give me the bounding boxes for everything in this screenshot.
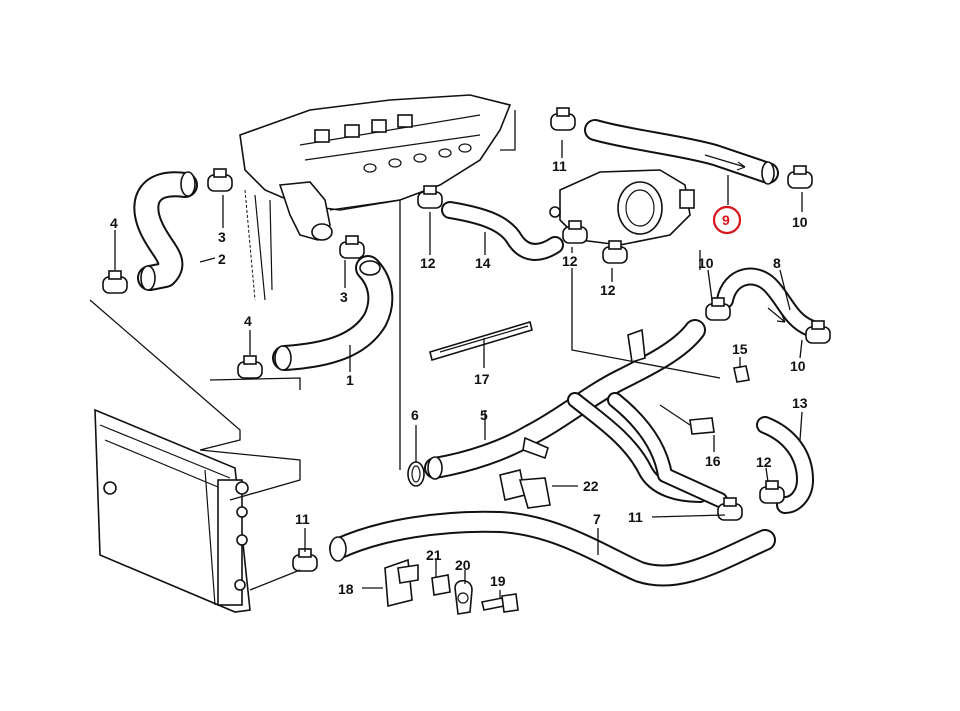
hose-8 <box>716 267 819 337</box>
callout-12: 12 <box>420 255 436 271</box>
hose-2 <box>133 171 198 291</box>
callout-5: 5 <box>480 407 488 423</box>
callout-22: 22 <box>583 478 599 494</box>
callout-18: 18 <box>338 581 354 597</box>
callout-4: 4 <box>244 313 252 329</box>
callout-15: 15 <box>732 341 748 357</box>
screw-19 <box>481 593 519 613</box>
callout-12: 12 <box>600 282 616 298</box>
callout-14: 14 <box>475 255 491 271</box>
seal-ring-6 <box>407 461 425 487</box>
hose-5-pipe-assembly <box>424 319 728 508</box>
clip-22 <box>499 469 551 509</box>
callout-12: 12 <box>562 253 578 269</box>
clamp-20 <box>454 579 473 615</box>
hose-14 <box>441 201 564 261</box>
nut-15 <box>733 365 750 383</box>
callout-11: 11 <box>295 511 310 527</box>
hose-clamps <box>102 107 831 572</box>
throttle-body <box>549 169 695 246</box>
callout-4: 4 <box>110 215 118 231</box>
hose-13 <box>756 416 814 514</box>
callout-9: 9 <box>722 212 730 228</box>
callout-3: 3 <box>218 229 226 245</box>
callout-13: 13 <box>792 395 808 411</box>
bolt-16 <box>659 404 715 435</box>
thermostat-housing <box>278 181 333 241</box>
clip-21 <box>431 574 451 596</box>
callout-11: 11 <box>628 509 643 525</box>
reference-lines <box>89 110 721 591</box>
callout-19: 19 <box>490 573 506 589</box>
radiator <box>94 408 251 613</box>
callout-16: 16 <box>705 453 721 469</box>
callout-labels: 1 2 3 3 4 4 5 6 7 8 9 10 10 10 11 11 11 … <box>110 158 808 597</box>
hose-9 <box>584 119 779 185</box>
hose-7 <box>329 510 776 587</box>
callout-17: 17 <box>474 371 490 387</box>
cable-tie-17 <box>429 320 533 362</box>
callout-leaders <box>114 140 803 598</box>
callout-11: 11 <box>552 158 567 174</box>
callout-10: 10 <box>792 214 808 230</box>
callout-6: 6 <box>411 407 419 423</box>
callout-10: 10 <box>698 255 714 271</box>
engine-cylinder-head <box>239 94 512 301</box>
bracket-18 <box>384 558 419 608</box>
callout-10: 10 <box>790 358 806 374</box>
callout-21: 21 <box>426 547 442 563</box>
callout-1: 1 <box>346 372 354 388</box>
callout-2: 2 <box>218 251 226 267</box>
callout-20: 20 <box>455 557 471 573</box>
highlight-circle-9 <box>712 205 742 235</box>
hose-1 <box>272 255 394 371</box>
callout-12: 12 <box>756 454 772 470</box>
callout-7: 7 <box>593 511 601 527</box>
callout-3: 3 <box>340 289 348 305</box>
callout-8: 8 <box>773 255 781 271</box>
